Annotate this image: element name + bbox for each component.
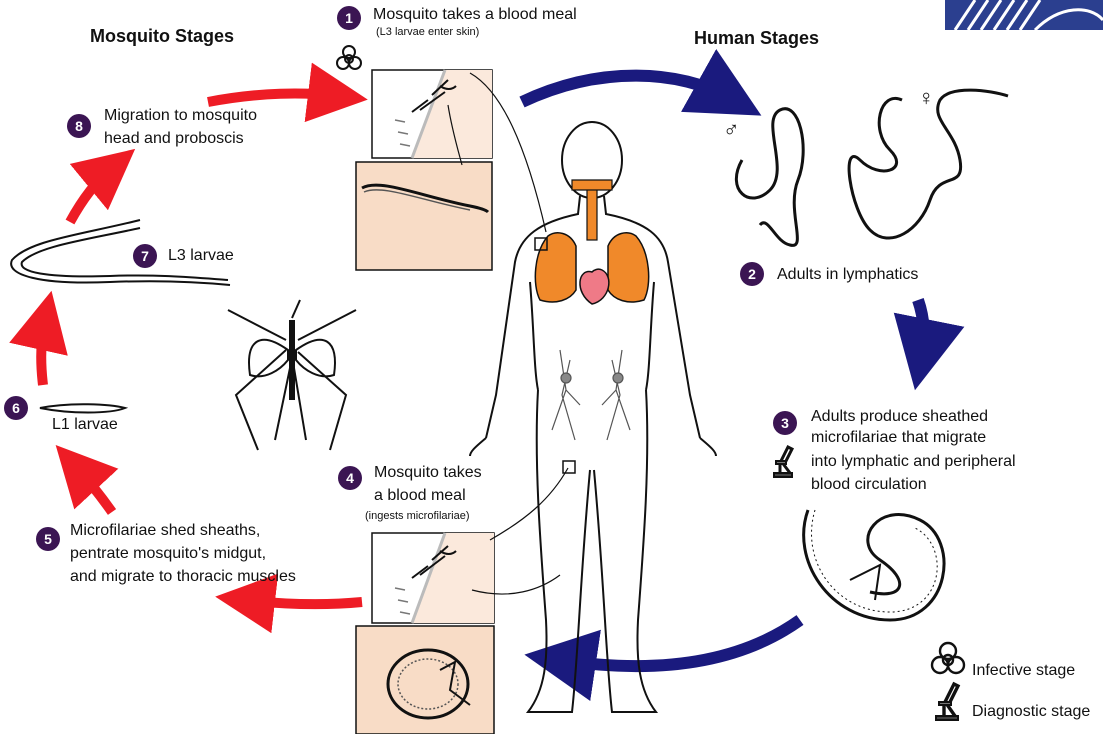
legend-infective-label: Infective stage xyxy=(972,661,1075,681)
legend-diagnostic-label: Diagnostic stage xyxy=(972,702,1090,722)
step-1-subtitle: (L3 larvae enter skin) xyxy=(376,25,479,39)
step-4-line-2: a blood meal xyxy=(374,486,466,506)
arrow-3-to-4 xyxy=(560,620,800,666)
sheathed-microfilaria-illustration xyxy=(804,510,944,620)
step-number-6: 6 xyxy=(4,396,28,420)
inset-marker-thigh xyxy=(563,461,575,473)
logo-fragment xyxy=(945,0,1103,30)
step-3-line-3: into lymphatic and peripheral xyxy=(811,452,1016,472)
step-number-5: 5 xyxy=(36,527,60,551)
arrow-1-to-2 xyxy=(522,76,730,102)
step-number-8: 8 xyxy=(67,114,91,138)
heart-icon xyxy=(580,269,609,304)
microscope-icon-legend xyxy=(936,684,958,720)
female-symbol: ♀ xyxy=(918,88,935,108)
step-number-1: 1 xyxy=(337,6,361,30)
human-stages-header: Human Stages xyxy=(694,28,819,49)
inset-microfilaria xyxy=(356,626,494,734)
inset-l3-larva xyxy=(356,162,492,270)
arrow-6-to-7 xyxy=(41,320,45,385)
step-8-line-1: Migration to mosquito xyxy=(104,106,257,126)
inset-skin-bite-bottom xyxy=(372,533,494,623)
step-1-title: Mosquito takes a blood meal xyxy=(373,5,577,25)
arrow-5-to-6 xyxy=(76,467,112,512)
biohazard-icon-legend xyxy=(932,643,964,673)
adult-worms-illustration xyxy=(736,90,1008,245)
microscope-icon xyxy=(774,447,792,477)
step-number-4: 4 xyxy=(338,466,362,490)
arrow-8-to-1 xyxy=(208,94,338,102)
step-6-title: L1 larvae xyxy=(52,415,118,435)
biohazard-icon xyxy=(337,46,361,69)
step-number-3: 3 xyxy=(773,411,797,435)
l1-larva-illustration xyxy=(40,404,125,412)
step-number-2: 2 xyxy=(740,262,764,286)
step-number-7: 7 xyxy=(133,244,157,268)
step-3-line-2: microfilariae that migrate xyxy=(811,428,986,448)
arrow-7-to-8 xyxy=(70,168,112,222)
step-2-title: Adults in lymphatics xyxy=(777,265,918,285)
male-symbol: ♂ xyxy=(723,120,740,140)
step-3-line-1: Adults produce sheathed xyxy=(811,407,988,427)
arrow-2-to-3 xyxy=(918,300,924,355)
step-7-title: L3 larvae xyxy=(168,246,234,266)
mosquito-stages-header: Mosquito Stages xyxy=(90,26,234,47)
lymphatics-icon xyxy=(552,350,630,440)
step-5-line-3: and migrate to thoracic muscles xyxy=(70,567,296,587)
mosquito-icon xyxy=(228,300,356,450)
step-5-line-2: pentrate mosquito's midgut, xyxy=(70,544,266,564)
step-4-subtitle: (ingests microfilariae) xyxy=(365,509,470,523)
step-4-line-1: Mosquito takes xyxy=(374,463,482,483)
step-8-line-2: head and proboscis xyxy=(104,129,244,149)
step-3-line-4: blood circulation xyxy=(811,475,927,495)
inset-skin-bite-top xyxy=(372,70,492,158)
arrow-4-to-5 xyxy=(245,600,362,604)
step-5-line-1: Microfilariae shed sheaths, xyxy=(70,521,260,541)
